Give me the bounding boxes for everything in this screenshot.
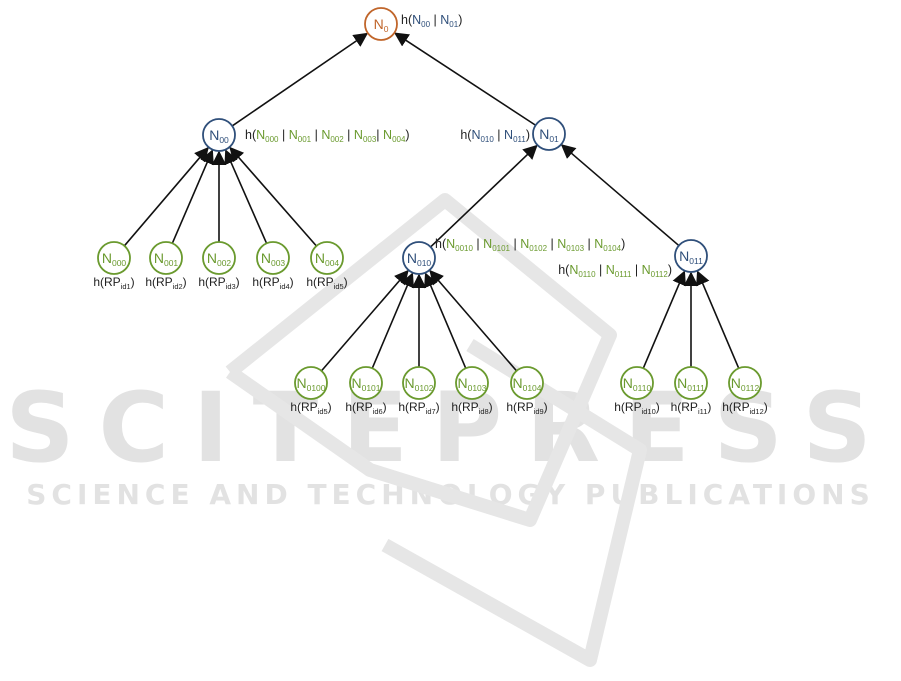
node-label: N000 bbox=[102, 250, 127, 268]
hash-label-n00: h(N000 | N001 | N002 | N003| N004) bbox=[245, 128, 410, 144]
node-circle bbox=[620, 366, 654, 400]
edge-n001-to-n00 bbox=[171, 149, 214, 244]
node-label: N00 bbox=[209, 127, 229, 145]
node-label: N002 bbox=[207, 250, 232, 268]
node-circle bbox=[310, 241, 344, 275]
node-label: N003 bbox=[261, 250, 286, 268]
node-circle bbox=[674, 239, 708, 273]
node-n0112: N0112 bbox=[728, 366, 762, 400]
node-circle bbox=[402, 366, 436, 400]
node-circle bbox=[294, 366, 328, 400]
node-label: N0103 bbox=[457, 375, 486, 393]
node-n0101: N0101 bbox=[349, 366, 383, 400]
edge-n004-to-n00 bbox=[229, 146, 318, 247]
edge-n000-to-n00 bbox=[123, 146, 209, 247]
leaf-hash-n0103: h(RPid8) bbox=[451, 400, 492, 416]
node-circle bbox=[256, 241, 290, 275]
edge-n01-to-n0 bbox=[394, 32, 537, 126]
node-circle bbox=[532, 117, 566, 151]
node-circle bbox=[97, 241, 131, 275]
node-label: N0 bbox=[374, 16, 389, 34]
leaf-hash-n0111: h(RPi11) bbox=[671, 400, 712, 416]
node-circle bbox=[402, 241, 436, 275]
node-label: N010 bbox=[407, 250, 432, 268]
node-label: N0101 bbox=[351, 375, 380, 393]
edge-n010-to-n01 bbox=[430, 144, 538, 248]
node-circle bbox=[364, 7, 398, 41]
node-n00: N00 bbox=[202, 118, 236, 152]
node-n011: N011 bbox=[674, 239, 708, 273]
leaf-hash-n0110: h(RPid10) bbox=[614, 400, 660, 416]
node-n010: N010 bbox=[402, 241, 436, 275]
node-circle bbox=[510, 366, 544, 400]
node-circle bbox=[728, 366, 762, 400]
node-circle bbox=[455, 366, 489, 400]
node-n01: N01 bbox=[532, 117, 566, 151]
node-n004: N004 bbox=[310, 241, 344, 275]
hash-labels-layer: h(N00 | N01) h(N000 | N001 | N002 | N003|… bbox=[93, 13, 767, 416]
node-n000: N000 bbox=[97, 241, 131, 275]
node-label: N004 bbox=[315, 250, 340, 268]
edge-n0112-to-n011 bbox=[696, 270, 740, 369]
node-n0100: N0100 bbox=[294, 366, 328, 400]
node-label: N0111 bbox=[677, 375, 705, 393]
node-n0103: N0103 bbox=[455, 366, 489, 400]
hash-label-n010: h(N0010 | N0101 | N0102 | N0103 | N0104) bbox=[435, 237, 625, 253]
edge-n0104-to-n010 bbox=[429, 269, 518, 372]
edge-n011-to-n01 bbox=[560, 144, 680, 247]
leaf-hash-n0104: h(RPid9) bbox=[506, 400, 547, 416]
hash-label-n0: h(N00 | N01) bbox=[401, 13, 462, 29]
node-n002: N002 bbox=[202, 241, 236, 275]
node-circle bbox=[202, 241, 236, 275]
edge-n0100-to-n010 bbox=[320, 269, 409, 372]
leaf-hash-n003: h(RPid4) bbox=[252, 275, 293, 291]
hash-label-n01: h(N010 | N011) bbox=[460, 128, 530, 144]
node-label: N0110 bbox=[623, 375, 652, 393]
node-label: N0104 bbox=[512, 375, 541, 393]
leaf-hash-n0100: h(RPid5) bbox=[290, 400, 331, 416]
node-label: N0102 bbox=[404, 375, 433, 393]
leaf-hash-n002: h(RPid3) bbox=[198, 275, 239, 291]
watermark-shape bbox=[225, 193, 647, 667]
edge-n0110-to-n011 bbox=[642, 270, 686, 369]
node-circle bbox=[674, 366, 708, 400]
leaf-hash-n0102: h(RPid7) bbox=[398, 400, 439, 416]
node-n001: N001 bbox=[149, 241, 183, 275]
node-circle bbox=[202, 118, 236, 152]
edge-n0103-to-n010 bbox=[424, 272, 467, 369]
edges-layer bbox=[123, 32, 740, 372]
edge-n00-to-n0 bbox=[231, 32, 369, 127]
node-n0110: N0110 bbox=[620, 366, 654, 400]
node-label: N011 bbox=[679, 248, 703, 266]
node-n0102: N0102 bbox=[402, 366, 436, 400]
leaf-hash-n0112: h(RPid12) bbox=[722, 400, 768, 416]
node-circle bbox=[349, 366, 383, 400]
watermark-title: SCITEPRESS bbox=[5, 372, 896, 484]
leaf-hash-n001: h(RPid2) bbox=[145, 275, 186, 291]
leaf-hash-n0101: h(RPid6) bbox=[345, 400, 386, 416]
edge-n0101-to-n010 bbox=[371, 272, 414, 369]
node-n003: N003 bbox=[256, 241, 290, 275]
node-label: N0100 bbox=[296, 375, 325, 393]
node-n0111: N0111 bbox=[674, 366, 708, 400]
edge-n003-to-n00 bbox=[224, 149, 268, 244]
hash-label-n011: h(N0110 | N0111 | N0112) bbox=[558, 263, 672, 279]
node-label: N001 bbox=[154, 250, 179, 268]
leaf-hash-n004: h(RPid5) bbox=[306, 275, 347, 291]
node-label: N01 bbox=[539, 126, 559, 144]
node-label: N0112 bbox=[731, 375, 760, 393]
node-circle bbox=[149, 241, 183, 275]
node-n0: N0 bbox=[364, 7, 398, 41]
leaf-hash-n000: h(RPid1) bbox=[93, 275, 134, 291]
node-n0104: N0104 bbox=[510, 366, 544, 400]
